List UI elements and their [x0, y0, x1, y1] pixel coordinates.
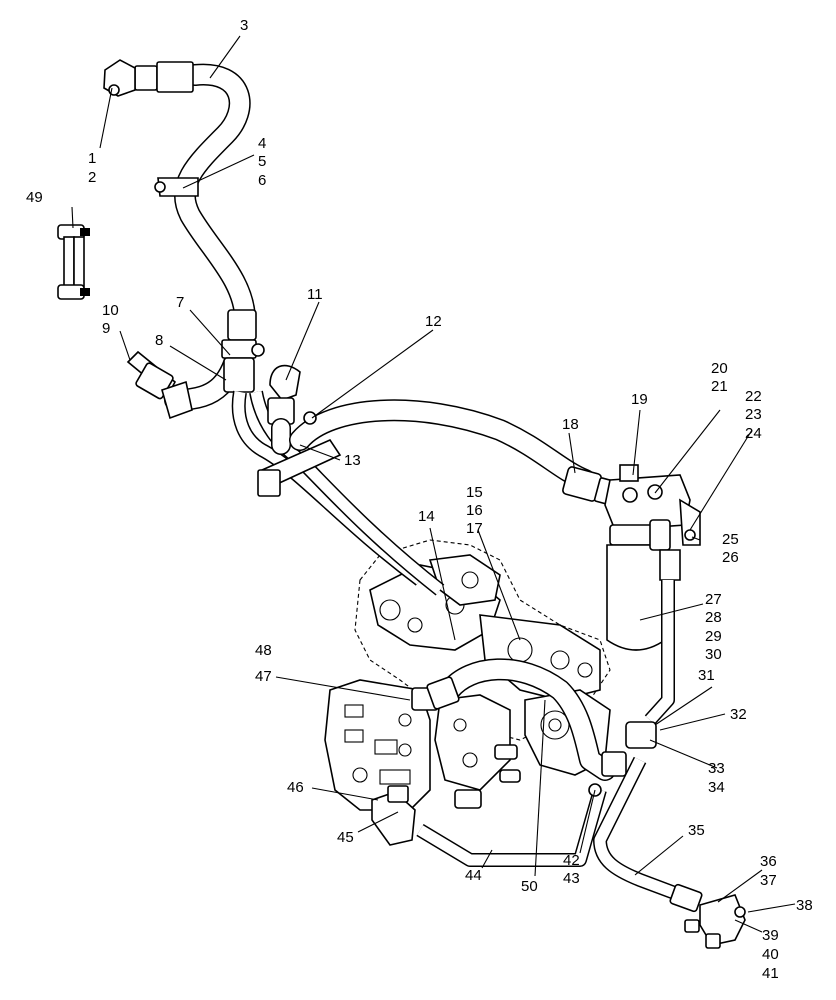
callout-47: 47	[255, 668, 272, 685]
callout-50: 50	[521, 878, 538, 895]
hose-clamp-4	[154, 177, 199, 197]
callout-48: 48	[255, 642, 272, 659]
fitting-32	[601, 721, 657, 777]
callout-40: 40	[762, 946, 779, 963]
callout-31: 31	[698, 667, 715, 684]
hose-18	[289, 399, 596, 491]
callout-33: 33	[708, 760, 725, 777]
callout-46: 46	[287, 779, 304, 796]
callout-42: 42	[563, 852, 580, 869]
strap-13	[257, 438, 342, 497]
callout-35: 35	[688, 822, 705, 839]
callout-9: 9	[102, 320, 110, 337]
callout-8: 8	[155, 332, 163, 349]
callout-12: 12	[425, 313, 442, 330]
callout-19: 19	[631, 391, 648, 408]
elbow-fitting-1	[103, 59, 194, 97]
callout-32: 32	[730, 706, 747, 723]
callout-3: 3	[240, 17, 248, 34]
callout-44: 44	[465, 867, 482, 884]
callout-11: 11	[307, 286, 323, 303]
callout-41: 41	[762, 965, 779, 982]
callout-13: 13	[344, 452, 361, 469]
callout-43: 43	[563, 870, 580, 887]
callout-22: 22	[745, 388, 762, 405]
callout-45: 45	[337, 829, 354, 846]
callout-29: 29	[705, 628, 722, 645]
tube-filter-return	[644, 580, 675, 725]
filter-assembly	[604, 464, 701, 651]
callout-15: 15	[466, 484, 483, 501]
callout-36: 36	[760, 853, 777, 870]
hose-fitting-9	[126, 350, 193, 420]
callout-26: 26	[722, 549, 739, 566]
tube-44	[416, 788, 607, 867]
sight-gauge-49	[57, 224, 90, 300]
callout-16: 16	[466, 502, 483, 519]
callout-34: 34	[708, 779, 725, 796]
callout-18: 18	[562, 416, 579, 433]
callout-49: 49	[26, 189, 43, 206]
callout-21: 21	[711, 378, 728, 395]
elbow-fitting-45	[371, 785, 416, 846]
coupling-7-8	[221, 309, 265, 393]
callout-20: 20	[711, 360, 728, 377]
callout-1: 1	[88, 150, 96, 167]
callout-10: 10	[102, 302, 119, 319]
callout-27: 27	[705, 591, 722, 608]
callout-14: 14	[418, 508, 435, 525]
clip-12	[303, 411, 317, 425]
callout-28: 28	[705, 609, 722, 626]
elbow-fitting-11	[267, 364, 301, 455]
callout-30: 30	[705, 646, 722, 663]
callout-2: 2	[88, 169, 96, 186]
callout-37: 37	[760, 872, 777, 889]
callout-17: 17	[466, 520, 483, 537]
callout-4: 4	[258, 135, 266, 152]
hose-3	[174, 63, 256, 331]
leader-lines	[71, 35, 796, 933]
callout-39: 39	[762, 927, 779, 944]
tube-35	[593, 756, 683, 902]
hose-50	[439, 658, 616, 781]
callout-labels: 3 1 2 4 5 6 49 11 10 9 7 8 12 13 18 19 2…	[26, 17, 813, 982]
tee-block-36	[669, 883, 746, 949]
callout-38: 38	[796, 897, 813, 914]
callout-23: 23	[745, 406, 762, 423]
callout-7: 7	[176, 294, 184, 311]
callout-24: 24	[745, 425, 762, 442]
callout-25: 25	[722, 531, 739, 548]
callout-6: 6	[258, 172, 266, 189]
callout-5: 5	[258, 153, 266, 170]
fitting-47	[411, 676, 460, 711]
